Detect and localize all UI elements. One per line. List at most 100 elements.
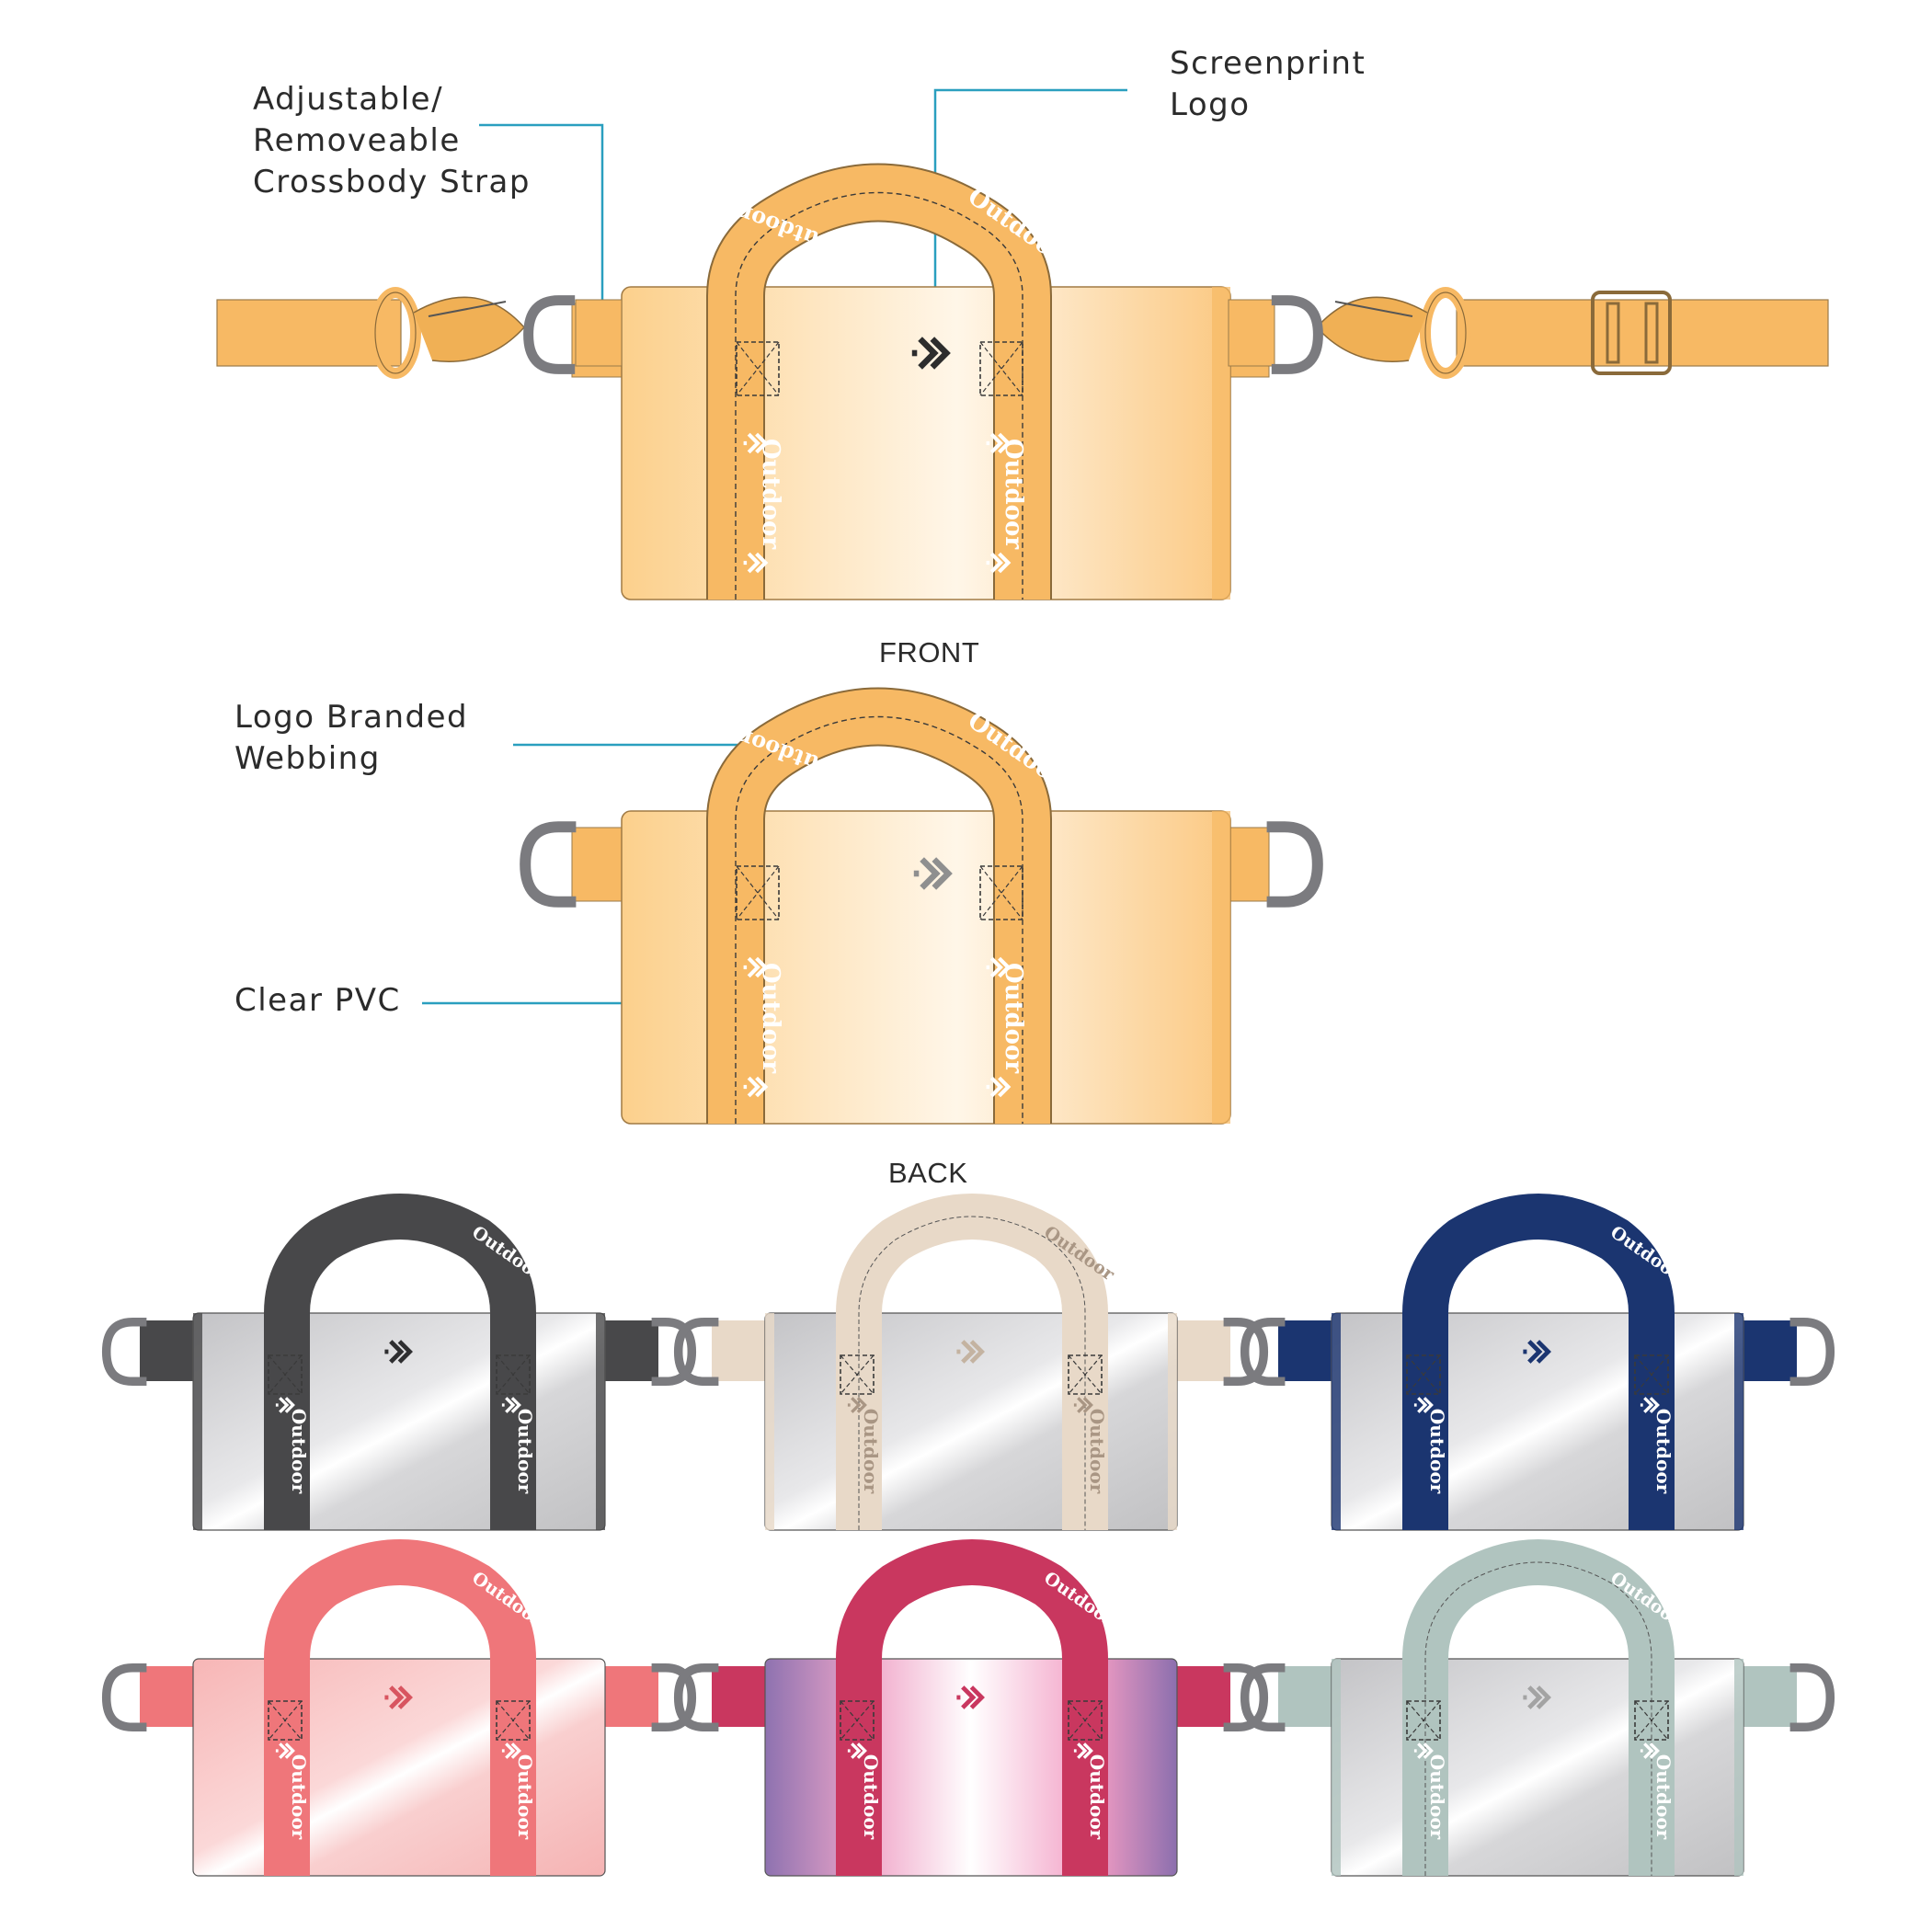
chevron-stroke xyxy=(1077,1742,1088,1759)
strap-tab xyxy=(575,299,623,367)
chevron-dot xyxy=(913,870,920,877)
chevron-stroke xyxy=(851,1742,862,1759)
left-strap-tab xyxy=(140,1666,193,1727)
stitch-x xyxy=(1068,1700,1103,1741)
webbing-brand-text: Outdoor xyxy=(1000,963,1027,1073)
snap-hook xyxy=(413,296,526,362)
chevron-dot xyxy=(986,1084,990,1090)
right-d-ring xyxy=(651,1662,697,1732)
chevron-dot xyxy=(275,1403,279,1407)
pvc-callout-label: Clear PVC xyxy=(234,980,401,1022)
webbing-chevron-logo xyxy=(275,1397,295,1413)
screenprint-logo xyxy=(911,337,951,370)
chevron-stroke xyxy=(1423,1742,1434,1759)
swivel-clip-outline xyxy=(374,291,417,374)
snap-hook-gate xyxy=(1334,301,1413,317)
chevron-stroke xyxy=(389,1685,405,1709)
chevron-stroke xyxy=(969,1685,985,1709)
stitch-x xyxy=(496,1354,531,1395)
webbing-brand-text: Outdoor xyxy=(757,439,784,549)
screenprint-logo xyxy=(384,1340,413,1364)
webbing-chevron-logo xyxy=(501,1742,521,1759)
right-strap-tab xyxy=(605,1666,658,1727)
clear-pvc-body xyxy=(1331,1658,1744,1877)
left-d-ring xyxy=(1240,1317,1286,1387)
stitch-box xyxy=(1068,1354,1103,1395)
stitch-x xyxy=(1634,1354,1669,1395)
stitch-x xyxy=(840,1354,875,1395)
chevron-stroke xyxy=(1643,1397,1654,1413)
handle-webbing xyxy=(264,1539,536,1876)
stitch-box xyxy=(1634,1700,1669,1741)
screenprint-logo-reverse xyxy=(913,857,953,890)
right-strap-tab xyxy=(1177,1666,1230,1727)
chevron-stroke xyxy=(856,1742,867,1759)
chevron-stroke xyxy=(1417,1742,1428,1759)
chevron-stroke xyxy=(989,432,1003,454)
screenprint-logo xyxy=(1523,1685,1551,1709)
chevron-stroke xyxy=(1077,1397,1088,1413)
left-strap-tab xyxy=(140,1320,193,1381)
left-d-ring xyxy=(520,821,577,908)
screenprint-logo xyxy=(384,1685,413,1709)
stitch-box xyxy=(268,1700,303,1741)
chevron-dot xyxy=(384,1349,389,1354)
chevron-stroke xyxy=(1649,1397,1660,1413)
side-release-buckle xyxy=(1591,291,1672,375)
pvc-label-line: Clear PVC xyxy=(234,982,401,1019)
strap-tab xyxy=(1228,299,1275,367)
webbing-brand-text: Outdoor xyxy=(514,1754,536,1840)
pvc-edge-binding xyxy=(596,1313,605,1530)
left-d-ring xyxy=(673,1317,719,1387)
chevron-stroke xyxy=(1417,1397,1428,1413)
webbing-chevron-logo xyxy=(847,1397,867,1413)
right-d-ring xyxy=(1266,821,1323,908)
webbing-chevron-logo xyxy=(743,432,769,454)
webbing-chevron-logo xyxy=(986,1076,1012,1098)
chevron-stroke xyxy=(284,1397,295,1413)
right-d-ring xyxy=(651,1317,697,1387)
stitch-x xyxy=(736,865,780,920)
pvc-edge-binding xyxy=(1332,1313,1341,1530)
handle-stitching xyxy=(1424,1561,1652,1876)
webbing-chevron-logo xyxy=(986,552,1012,574)
webbing-brand-text: Outdoor xyxy=(1652,1409,1675,1494)
chevron-stroke xyxy=(755,956,769,978)
webbing-callout-label: Logo Branded Webbing xyxy=(234,697,468,780)
strap-callout-label: Adjustable/ Removeable Crossbody Strap xyxy=(253,79,531,203)
strap-leader-line xyxy=(479,123,604,329)
chevron-stroke xyxy=(747,956,760,978)
webbing-brand-text: Outdoor xyxy=(1426,1409,1448,1494)
webbing-brand-text: Outdoor xyxy=(288,1409,310,1494)
chevron-dot xyxy=(847,1749,851,1753)
stitch-box xyxy=(1406,1700,1441,1741)
chevron-dot xyxy=(501,1403,505,1407)
chevron-dot xyxy=(1413,1403,1417,1407)
webbing-brand-text: Outdoor xyxy=(1426,1754,1448,1840)
clear-pvc-body xyxy=(192,1658,606,1877)
chevron-stroke xyxy=(397,1340,413,1364)
stitch-box xyxy=(1634,1354,1669,1395)
chevron-stroke xyxy=(284,1742,295,1759)
right-strap-tab xyxy=(1743,1666,1797,1727)
chevron-stroke xyxy=(1643,1742,1654,1759)
chevron-stroke xyxy=(510,1397,521,1413)
stitch-x xyxy=(1406,1354,1441,1395)
stitch-box xyxy=(268,1354,303,1395)
stitch-box xyxy=(496,1700,531,1741)
stitch-box xyxy=(979,865,1023,920)
chevron-stroke xyxy=(755,1076,769,1098)
chevron-stroke xyxy=(930,337,951,370)
chevron-stroke xyxy=(1536,1685,1551,1709)
chevron-dot xyxy=(956,1695,961,1700)
screenprint-leader-line xyxy=(933,88,1127,340)
screenprint-label-line: Screenprint xyxy=(1170,45,1366,82)
chevron-stroke xyxy=(989,1076,1003,1098)
chevron-stroke xyxy=(755,432,769,454)
clear-pvc-body xyxy=(1331,1312,1744,1531)
right-strap-tab xyxy=(1743,1320,1797,1381)
crossbody-strap xyxy=(216,287,1829,379)
